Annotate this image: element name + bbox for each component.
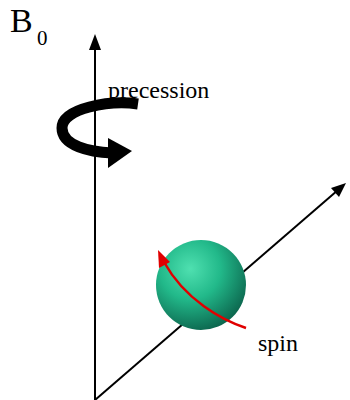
axis-arrowhead [89, 34, 101, 50]
field-symbol: B [10, 4, 33, 38]
field-subscript: 0 [37, 28, 48, 49]
axis-arrowhead [331, 183, 346, 197]
precession-label: precession [108, 78, 209, 102]
spin-arrowhead [158, 250, 170, 268]
spin-label: spin [258, 331, 298, 355]
spin-axis [95, 190, 338, 400]
spin-arrow [164, 262, 246, 328]
precession-arrowhead [108, 138, 132, 168]
precession-arrow [62, 103, 138, 153]
field-axis [94, 44, 96, 400]
nucleus-sphere [156, 240, 246, 330]
